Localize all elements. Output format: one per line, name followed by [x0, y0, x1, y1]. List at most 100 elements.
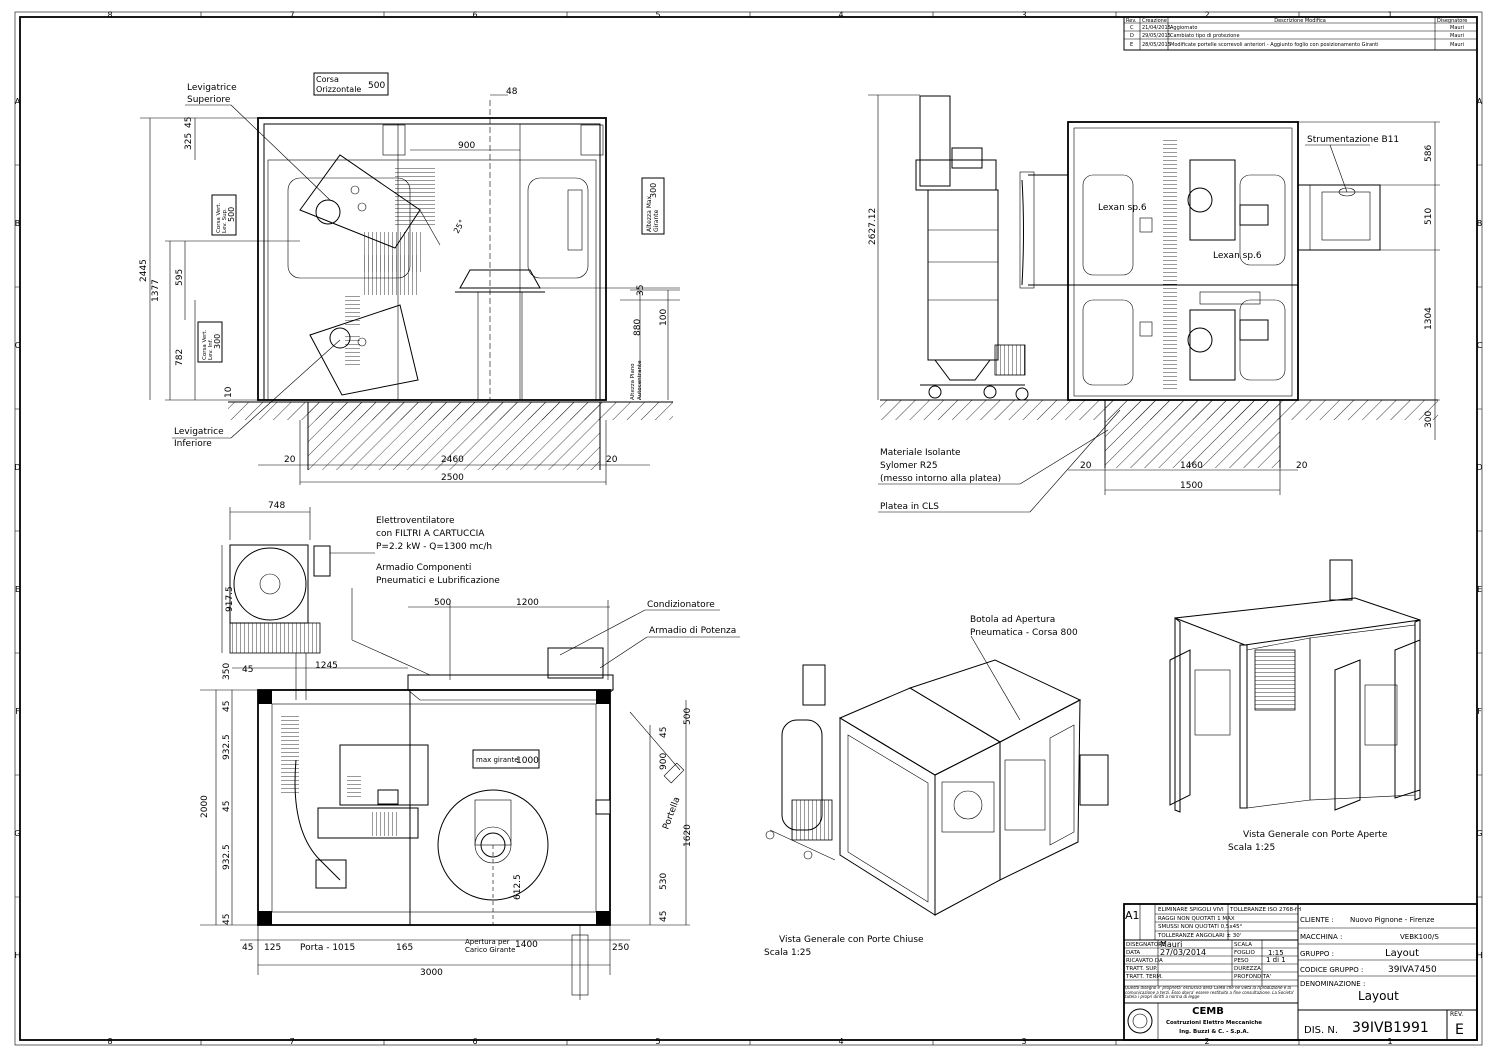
dim: 45 — [222, 801, 232, 812]
dim: 500 — [434, 598, 451, 608]
dim: 2445 — [139, 259, 149, 282]
dim: 2500 — [441, 473, 464, 483]
dim: 300 — [1424, 411, 1434, 428]
dim: 932.5 — [222, 844, 232, 870]
label-apertura: Carico Girante — [465, 946, 515, 954]
corsa-vert-sup-box: Corsa Vert. Lev. Sup. 500 — [211, 194, 237, 236]
label-levigatrice-superiore: Superiore — [187, 95, 231, 105]
row-label-left: E — [15, 585, 20, 594]
label-porta: Porta - 1015 — [300, 943, 355, 953]
label-armadio-pneumatico: Armadio Componenti — [376, 563, 471, 573]
label-botola: Botola ad Apertura — [970, 615, 1055, 625]
dim: 1377 — [151, 279, 161, 302]
label-materiale: Materiale Isolante — [880, 448, 961, 458]
tb-label: PROFONDITA' — [1234, 974, 1271, 980]
label-levigatrice-inferiore: Levigatrice — [174, 427, 224, 437]
dim: 35 — [636, 285, 646, 296]
row-label-right: H — [1476, 951, 1482, 960]
label-botola: Pneumatica - Corsa 800 — [970, 628, 1078, 638]
dim: 45 — [242, 665, 253, 675]
label-corsa: Corsa — [316, 75, 339, 84]
row-label-left: A — [15, 97, 21, 106]
tb-label: DUREZZA — [1234, 966, 1261, 972]
dim: 45 — [222, 701, 232, 712]
label-altezza-piano: Altezza Piano — [630, 363, 636, 400]
tb-rev: E — [1455, 1022, 1464, 1038]
rev-cell: D — [1130, 33, 1134, 39]
dim: 880 — [633, 319, 643, 336]
label-platea: Platea in CLS — [880, 502, 939, 512]
tb-label: RICAVATO DA — [1126, 958, 1163, 964]
row-label-left: B — [15, 219, 21, 228]
row-label-right: E — [1477, 585, 1482, 594]
tb-label: DIS. N. — [1304, 1025, 1338, 1036]
tb-smussi: SMUSSI NON QUOTATI 0,5x45° — [1158, 924, 1243, 930]
row-label-right: F — [1477, 707, 1482, 716]
row-label-right: C — [1477, 341, 1483, 350]
rev-header: Disegnatore — [1437, 18, 1467, 24]
row-label-left: H — [14, 951, 20, 960]
dim: 3000 — [420, 968, 443, 978]
row-label-right: D — [1476, 463, 1482, 472]
label-elettroventilatore: con FILTRI A CARTUCCIA — [376, 529, 485, 539]
col-label-bottom: 6 — [472, 1037, 477, 1046]
label-portella: Portella — [661, 796, 682, 831]
tb-label: CLIENTE : — [1300, 916, 1334, 924]
dim: 1304 — [1424, 307, 1434, 330]
tb-label: CODICE GRUPPO : — [1300, 966, 1363, 974]
title-block: A1 ELIMINARE SPIGOLI VIVI TOLLERANZE ISO… — [1123, 903, 1478, 1041]
dim: 45 — [659, 911, 669, 922]
label-materiale: (messo intorno alla platea) — [880, 474, 1001, 484]
dim: 1500 — [1180, 481, 1203, 491]
svg-text:Girante: Girante — [653, 209, 660, 232]
dim: 530 — [659, 873, 669, 890]
svg-text:300: 300 — [213, 334, 222, 349]
label-max-girante: max girante — [476, 756, 519, 764]
rev-header: Rev. — [1126, 18, 1137, 24]
col-label-top: 1 — [1387, 11, 1392, 20]
dim: 917.5 — [225, 586, 235, 612]
tb-tolleranze-ang: TOLLERANZE ANGOLARI ± 30' — [1157, 933, 1241, 939]
rev-cell: Mauri — [1450, 25, 1464, 31]
tb-label: GRUPPO : — [1300, 950, 1334, 958]
rev-cell: 29/05/2015 — [1142, 33, 1171, 39]
dim: 2627.12 — [868, 208, 878, 245]
tb-denominazione: Layout — [1358, 989, 1399, 1003]
dim: 45 — [242, 943, 253, 953]
label-altezza-piano: Autocentrante — [637, 360, 643, 400]
side-view: Strumentazione B11 Lexan sp.6 Lexan sp.6… — [868, 94, 1440, 513]
row-label-left: D — [14, 463, 20, 472]
tb-label: PESO — [1234, 958, 1249, 964]
row-label-right: A — [1477, 97, 1483, 106]
label-vista-aperte: Vista Generale con Porte Aperte — [1243, 830, 1388, 840]
dim: 350 — [222, 663, 232, 680]
label-vista-chiuse: Scala 1:25 — [764, 948, 811, 958]
dim: 20 — [606, 455, 618, 465]
dim: 932.5 — [222, 734, 232, 760]
tb-dis: 39IVB1991 — [1352, 1020, 1429, 1036]
col-label-top: 7 — [289, 11, 294, 20]
altezza-max-box: Altezza Max Girante 300 — [641, 177, 665, 235]
tb-raggi: RAGGI NON QUOTATI 1 MAX — [1158, 916, 1235, 922]
rev-header: Descrizione Modifica — [1274, 18, 1326, 24]
label-materiale: Sylomer R25 — [880, 461, 938, 471]
col-label-bottom: 2 — [1204, 1037, 1209, 1046]
svg-text:500: 500 — [227, 207, 236, 222]
tb-notice: Questo disegno e' proprieta' esclusiva d… — [1125, 986, 1295, 1000]
rev-cell: Aggiornato — [1170, 25, 1197, 31]
label-corsa: Orizzontale — [316, 85, 361, 94]
tb-label: DISEGNATORE — [1126, 942, 1166, 948]
dim: 2000 — [200, 795, 210, 818]
svg-text:Corsa Vert.: Corsa Vert. — [216, 202, 222, 233]
row-label-right: G — [1476, 829, 1482, 838]
dim: 20 — [284, 455, 296, 465]
tb-gruppo: Layout — [1385, 948, 1419, 959]
svg-text:Altezza Max: Altezza Max — [646, 195, 653, 232]
label-lexan: Lexan sp.6 — [1213, 251, 1262, 261]
tb-label: REV. — [1450, 1011, 1463, 1018]
col-label-top: 2 — [1204, 11, 1209, 20]
dim: 100 — [659, 309, 669, 326]
dim: 1200 — [516, 598, 539, 608]
svg-text:300: 300 — [649, 183, 658, 198]
